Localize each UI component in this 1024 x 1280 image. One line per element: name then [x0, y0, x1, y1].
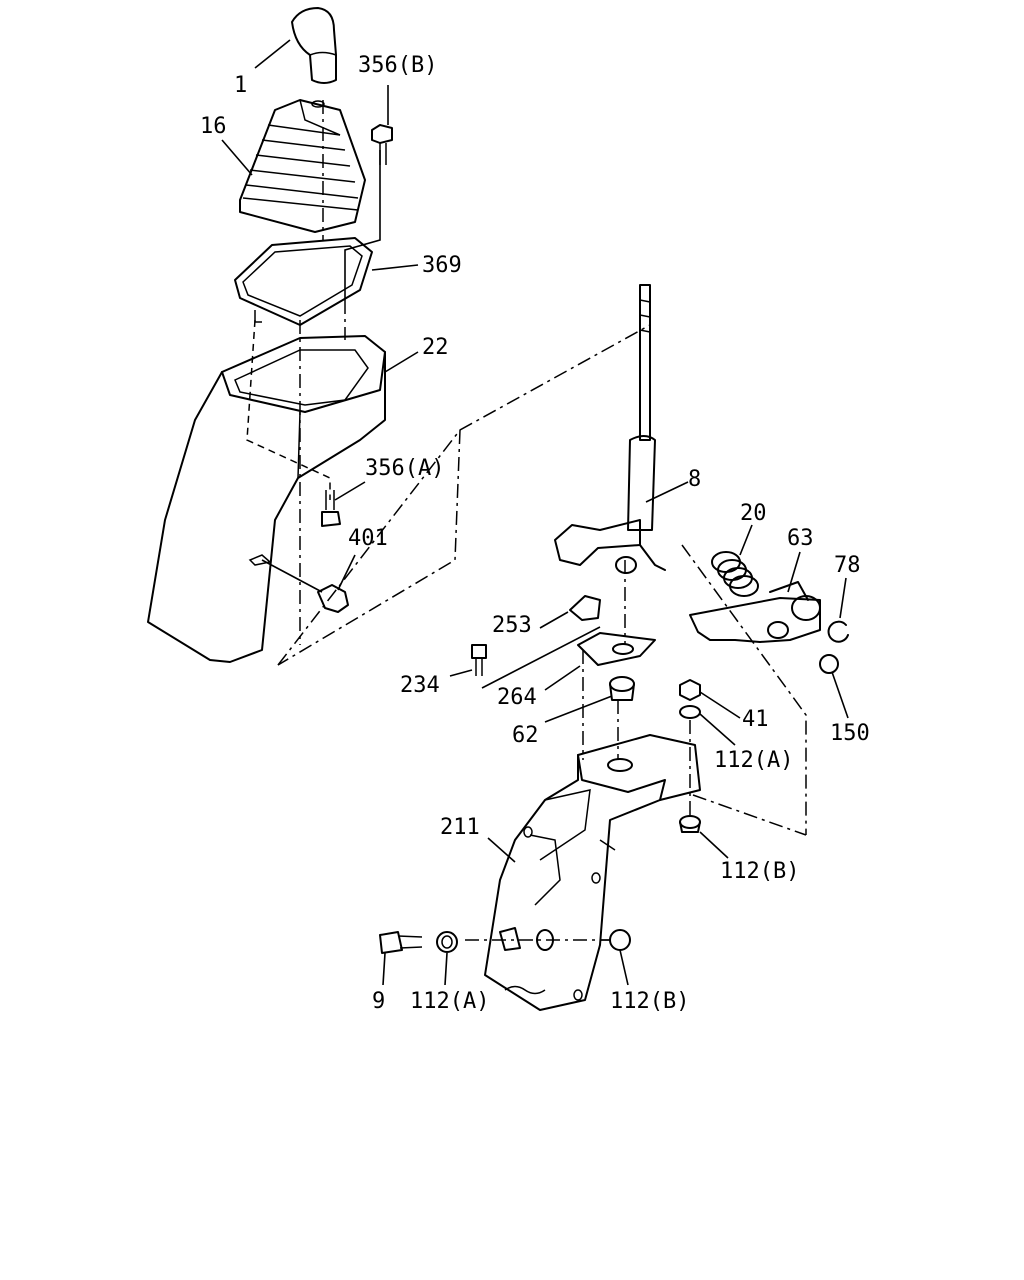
callout-78: 78	[834, 553, 861, 578]
boot	[239, 99, 366, 233]
knob	[291, 7, 337, 84]
callout-20: 20	[740, 501, 767, 526]
callout-253: 253	[492, 613, 532, 638]
washer-112a-lower	[436, 931, 458, 953]
bolt-356a	[321, 490, 341, 527]
callout-112a-lower: 112(A)	[410, 989, 489, 1014]
callout-1: 1	[234, 73, 247, 98]
washer-112a-upper	[679, 705, 701, 719]
callout-369: 369	[422, 253, 462, 278]
bolt-234	[471, 626, 601, 689]
callout-264: 264	[497, 685, 537, 710]
frame-plate	[234, 237, 373, 326]
retaining-clip	[827, 620, 849, 643]
console-cover	[147, 335, 386, 663]
callout-41: 41	[742, 707, 769, 732]
nut-41	[679, 679, 701, 701]
bushing-62	[609, 676, 635, 701]
bracket-211	[484, 734, 701, 1011]
callout-234: 234	[400, 673, 440, 698]
shaft-arm	[689, 581, 821, 643]
callout-9: 9	[372, 989, 385, 1014]
callout-401: 401	[348, 526, 388, 551]
bolt-9	[379, 931, 423, 954]
callout-150: 150	[830, 721, 870, 746]
callout-112b-upper: 112(B)	[720, 859, 799, 884]
callout-211: 211	[440, 815, 480, 840]
callout-labels: 1 356(B) 16 369 22 356(A) 401 8 20 63 78…	[200, 53, 870, 1014]
washer-112b-upper	[679, 815, 701, 833]
lever-assembly	[554, 284, 666, 574]
washer-112b-lower	[600, 929, 631, 951]
bolt-356b	[371, 124, 393, 165]
plate-264	[577, 632, 656, 666]
callout-63: 63	[787, 526, 814, 551]
callout-62: 62	[512, 723, 539, 748]
callout-356b: 356(B)	[358, 53, 437, 78]
callout-22: 22	[422, 335, 449, 360]
callout-112b-lower: 112(B)	[610, 989, 689, 1014]
assembly-lines	[246, 100, 807, 941]
plug	[819, 654, 839, 674]
leader-lines	[221, 39, 849, 986]
spring	[711, 551, 759, 597]
cap-253	[569, 595, 601, 621]
clip-401	[261, 559, 349, 613]
callout-16: 16	[200, 114, 227, 139]
callout-356a: 356(A)	[365, 456, 444, 481]
callout-8: 8	[688, 467, 701, 492]
callout-112a-upper: 112(A)	[714, 748, 793, 773]
